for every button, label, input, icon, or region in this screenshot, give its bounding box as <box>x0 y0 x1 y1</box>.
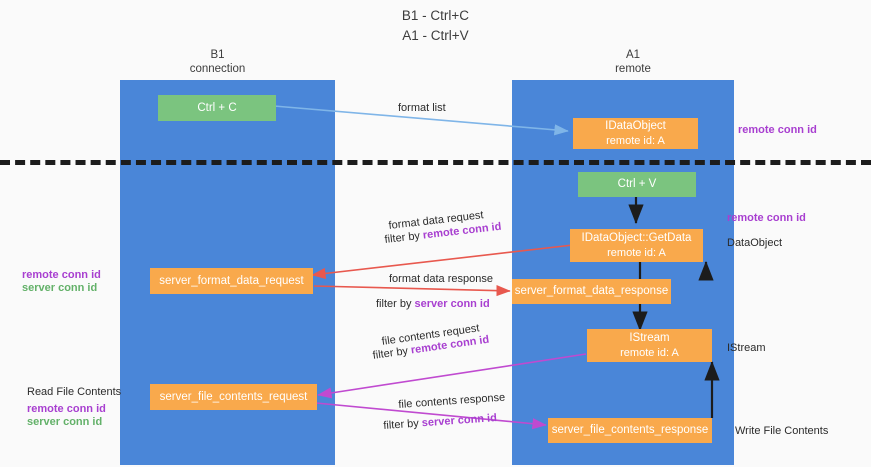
filter-prefix: filter by <box>376 298 415 310</box>
node-istream[interactable]: IStream remote id: A <box>587 329 712 362</box>
node-server-file-contents-response-label: server_file_contents_response <box>551 424 709 437</box>
tag-left-remote-conn-id-2: remote conn id <box>27 403 106 415</box>
lane-header-a1: A1 remote <box>615 49 651 76</box>
node-server-file-contents-request[interactable]: server_file_contents_request <box>150 384 317 410</box>
node-idataobject[interactable]: IDataObject remote id: A <box>573 118 698 149</box>
tag-read-file-contents: Read File Contents <box>27 386 122 398</box>
node-server-file-contents-request-label: server_file_contents_request <box>159 390 308 403</box>
node-ctrl-v[interactable]: Ctrl + V <box>578 172 696 197</box>
tag-remote-conn-id-top: remote conn id <box>738 124 817 136</box>
phase-divider <box>0 160 871 165</box>
edge-label-format-list: format list <box>398 102 446 114</box>
node-ctrl-c[interactable]: Ctrl + C <box>158 95 276 121</box>
diagram-title: B1 - Ctrl+C A1 - Ctrl+V <box>401 8 470 43</box>
node-idataobject-label: IDataObject <box>605 119 666 132</box>
node-getdata-label: IDataObject::GetData <box>581 231 692 244</box>
node-getdata-sub: remote id: A <box>607 246 666 259</box>
tag-istream: IStream <box>727 342 766 354</box>
filter-key-server-conn-id: server conn id <box>414 298 490 310</box>
node-istream-label: IStream <box>629 331 670 344</box>
node-ctrl-c-label: Ctrl + C <box>197 101 237 114</box>
lane-header-b1: B1 connection <box>189 49 246 76</box>
node-ctrl-v-label: Ctrl + V <box>617 178 657 191</box>
node-getdata[interactable]: IDataObject::GetData remote id: A <box>570 229 703 262</box>
tag-remote-conn-id-mid: remote conn id <box>727 212 806 224</box>
node-istream-sub: remote id: A <box>620 346 679 359</box>
tag-left-remote-conn-id: remote conn id <box>22 269 101 281</box>
edge-label-format-data-response: format data response <box>389 273 493 285</box>
node-server-format-data-response[interactable]: server_format_data_response <box>512 279 671 304</box>
tag-dataobject: DataObject <box>727 237 783 249</box>
node-idataobject-sub: remote id: A <box>606 134 665 147</box>
node-server-format-data-request[interactable]: server_format_data_request <box>150 268 313 294</box>
tag-left-server-conn-id-2: server conn id <box>27 416 103 428</box>
edge-label-format-data-response-filter: filter by server conn id <box>376 298 490 310</box>
tag-left-server-conn-id: server conn id <box>22 282 98 294</box>
node-server-format-data-request-label: server_format_data_request <box>159 274 304 287</box>
node-server-format-data-response-label: server_format_data_response <box>514 285 669 298</box>
tag-write-file-contents: Write File Contents <box>735 425 829 437</box>
node-server-file-contents-response[interactable]: server_file_contents_response <box>548 418 712 443</box>
